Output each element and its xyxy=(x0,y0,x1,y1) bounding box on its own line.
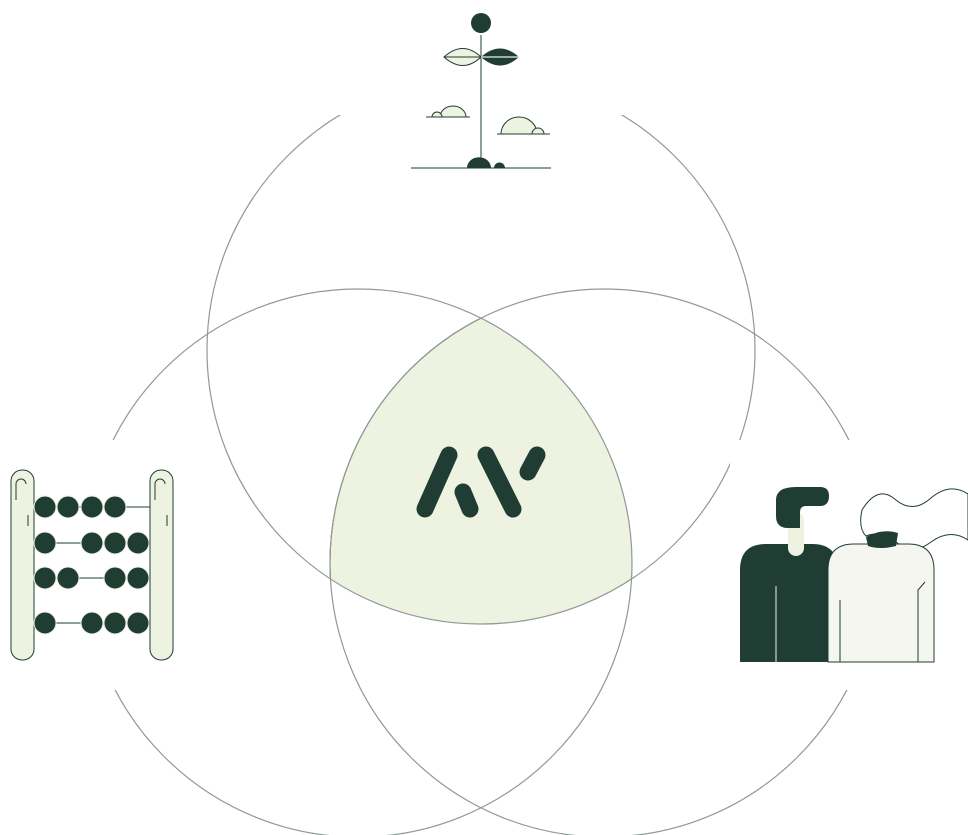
people-icon xyxy=(740,487,968,663)
brand-logo-icon xyxy=(416,446,546,518)
abacus-icon xyxy=(10,469,174,661)
plant-growth-icon xyxy=(411,13,551,169)
